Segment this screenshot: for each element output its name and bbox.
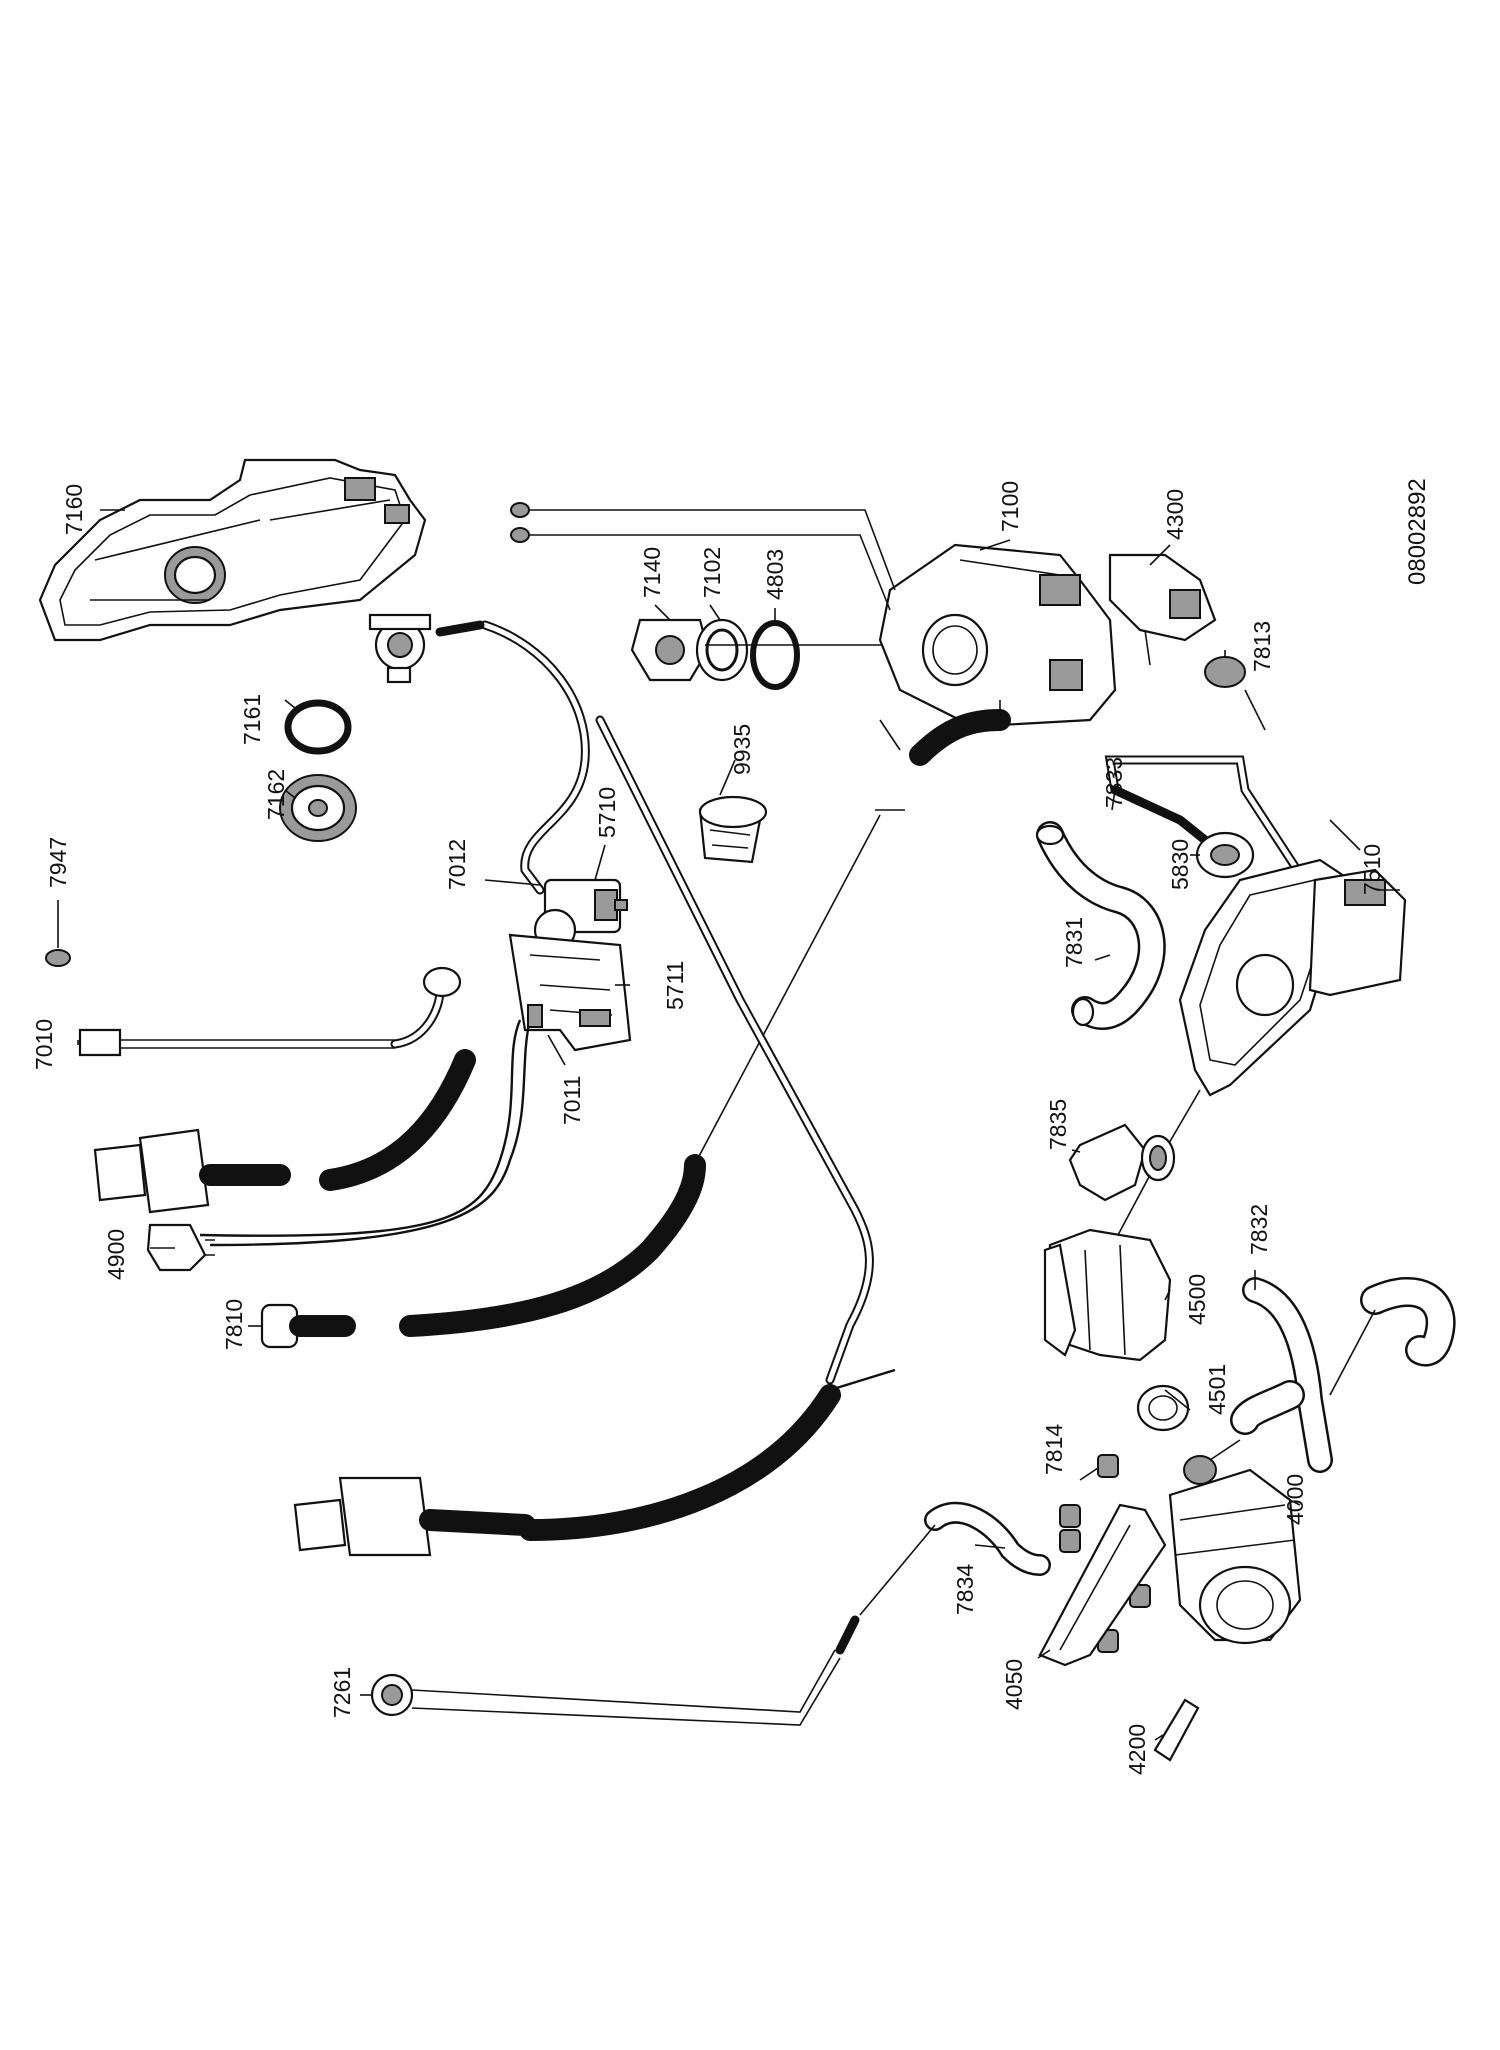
callout-4200: 4200 xyxy=(1124,1724,1150,1775)
callout-5711: 5711 xyxy=(662,961,688,1010)
part-5830-pressure-switch xyxy=(1195,831,1255,879)
part-7100-sump xyxy=(878,543,1117,751)
part-7012-hose xyxy=(435,620,590,895)
part-4300-switch xyxy=(1108,553,1217,666)
part-7161-o-ring xyxy=(284,699,352,755)
callout-7161: 7161 xyxy=(239,694,265,745)
callout-7832: 7832 xyxy=(1246,1204,1272,1255)
callout-5710: 5710 xyxy=(594,787,620,838)
callout-4050: 4050 xyxy=(1001,1659,1027,1710)
part-4501-seal xyxy=(1136,1384,1190,1432)
drain-guide-line xyxy=(696,814,881,1161)
callout-7510: 7510 xyxy=(1359,844,1385,895)
callout-7140: 7140 xyxy=(639,547,665,598)
callout-4000: 4000 xyxy=(1282,1474,1308,1525)
part-7140-cap xyxy=(630,618,710,682)
part-4500-drain-pump xyxy=(1043,1228,1172,1362)
callout-7162: 7162 xyxy=(263,769,289,820)
part-7160-base-tray xyxy=(38,458,427,642)
callout-7814: 7814 xyxy=(1041,1424,1067,1475)
part-7810-drain-hose xyxy=(260,1154,706,1349)
part-7834-hose xyxy=(859,1501,1051,1616)
part-aquastop-hose-upper xyxy=(93,1049,476,1214)
callout-7947: 7947 xyxy=(45,837,71,888)
part-7162-filter-disc xyxy=(279,774,357,842)
callout-4300: 4300 xyxy=(1162,489,1188,540)
part-7010-inlet-hose xyxy=(78,966,462,1057)
part-4050-manifold xyxy=(1038,1503,1167,1667)
callout-7831: 7831 xyxy=(1061,917,1087,968)
callout-7261: 7261 xyxy=(329,1667,355,1718)
part-7510-tank xyxy=(1164,819,1407,1151)
part-4803-gasket xyxy=(750,620,800,690)
callout-7102: 7102 xyxy=(699,547,725,598)
callout-7834: 7834 xyxy=(952,1564,978,1615)
callout-4500: 4500 xyxy=(1184,1274,1210,1325)
part-7814-grommets xyxy=(1059,1454,1151,1653)
leader-lines xyxy=(57,509,1400,1741)
part-7102-nut xyxy=(695,618,749,682)
part-7011-wire-harness xyxy=(199,1004,543,1247)
callout-7835: 7835 xyxy=(1045,1099,1071,1150)
part-7831-elbow-hose xyxy=(1035,821,1166,1030)
part-7947-clip xyxy=(45,949,71,967)
callout-4803: 4803 xyxy=(762,549,788,600)
part-7835-elbow xyxy=(1068,1123,1176,1202)
part-aquastop-hose-lower xyxy=(293,1384,841,1557)
part-7832-hose xyxy=(1194,1276,1456,1473)
callout-9935: 9935 xyxy=(729,724,755,775)
part-sump-hose xyxy=(875,709,1011,811)
callout-7100: 7100 xyxy=(997,481,1023,532)
callout-7813: 7813 xyxy=(1249,621,1275,672)
part-long-supply-hose xyxy=(595,715,896,1392)
callout-7833: 7833 xyxy=(1101,757,1127,808)
pump-connector-line xyxy=(1117,1174,1151,1236)
document-id: 08002892 xyxy=(1404,478,1431,585)
part-4000-circulation-pump xyxy=(1168,1455,1302,1645)
part-4900-mains-plug xyxy=(146,1223,215,1272)
callout-7011: 7011 xyxy=(559,1076,585,1125)
part-7833-tube xyxy=(1104,755,1335,925)
part-4200-sensor xyxy=(1153,1698,1200,1762)
part-7261-pipe xyxy=(370,1615,860,1726)
callout-7160: 7160 xyxy=(61,484,87,535)
part-sump-fitting-lines xyxy=(510,502,896,611)
part-valve-flow-meter xyxy=(368,613,432,684)
callout-4900: 4900 xyxy=(103,1229,129,1280)
callout-7012: 7012 xyxy=(444,839,470,890)
callout-5830: 5830 xyxy=(1167,839,1193,890)
callout-labels: 7160 7161 7162 7947 7010 7011 7012 5710 … xyxy=(31,481,1385,1775)
part-7813-seal xyxy=(1204,656,1266,731)
callout-4501: 4501 xyxy=(1204,1364,1230,1415)
part-9935-sieve xyxy=(698,795,768,864)
callout-7810: 7810 xyxy=(221,1299,247,1350)
part-5710-inlet-valve xyxy=(533,878,628,952)
callout-7010: 7010 xyxy=(31,1019,57,1070)
